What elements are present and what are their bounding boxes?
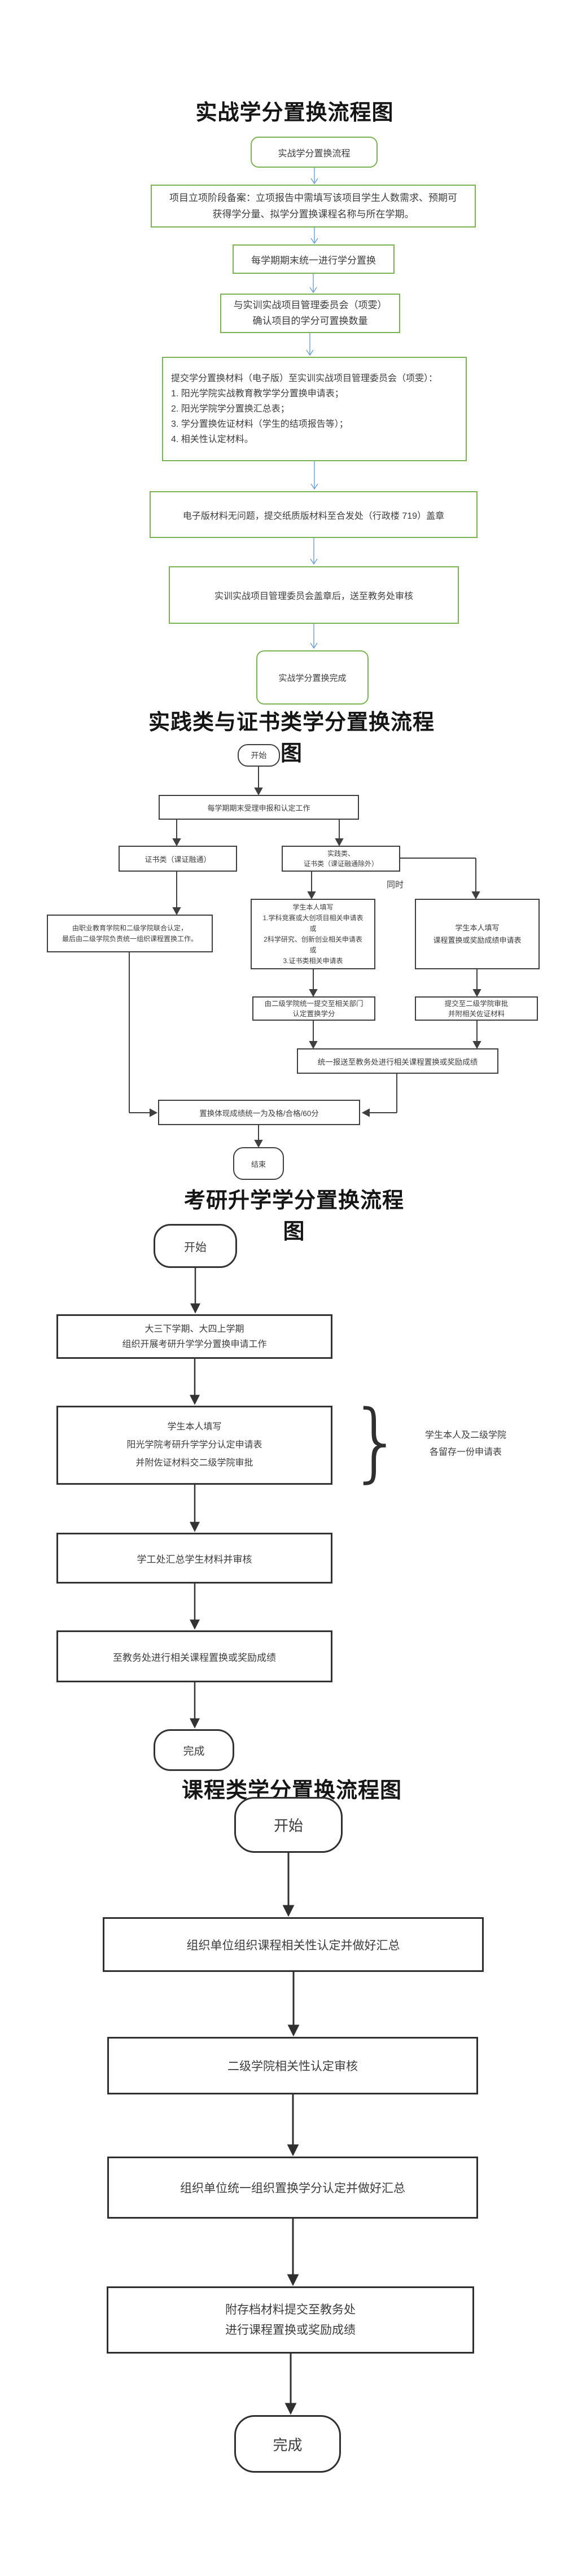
chart2-student-fill-line1: 学生本人填写 bbox=[292, 903, 334, 911]
chart2-end-label: 结束 bbox=[251, 1160, 266, 1169]
chart1-confirm-box: 与实训实战项目管理委员会（项雯） 确认项目的学分可置换数量 bbox=[220, 294, 400, 333]
chart2-joint-line1: 由职业教育学院和二级学院联合认定， bbox=[72, 924, 187, 932]
chart1-submit-line4: 3. 学分置换佐证材料（学生的结项报告等）； bbox=[171, 419, 348, 429]
chart2-report-box: 统一报送至教务处进行相关课程置换或奖励成绩 bbox=[297, 1048, 498, 1074]
chart3-note: 学生本人及二级学院 各留存一份申请表 bbox=[395, 1427, 536, 1461]
chart1-filing-line1: 项目立项阶段备案：立项报告中需填写该项目学生人数需求、预期可 bbox=[169, 193, 457, 203]
chart1-end-node: 实战学分置换完成 bbox=[256, 650, 369, 705]
chart3-fill-line2: 阳光学院考研升学学分认定申请表 bbox=[126, 1440, 262, 1450]
chart2-student-fill-line2: 1.学科竞赛或大创项目相关申请表 bbox=[262, 913, 364, 922]
chart2-submit-dept-line1: 由二级学院统一提交至相关部门 bbox=[264, 999, 364, 1008]
chart2-student-fill-line5: 或 bbox=[309, 946, 317, 954]
chart1-confirm-line1: 与实训实战项目管理委员会（项雯） bbox=[233, 300, 387, 310]
chart4-step2-label: 二级学院相关性认定审核 bbox=[227, 2060, 358, 2073]
chart1-start-label: 实战学分置换流程 bbox=[278, 148, 351, 159]
chart3-collect-box: 学工处汇总学生材料并审核 bbox=[56, 1533, 332, 1584]
chart2-joint-line2: 最后由二级学院负责统一组织课程置换工作。 bbox=[62, 934, 198, 943]
chart1-stamp-label: 电子版材料无问题，提交纸质版材料至合发处（行政楼 719）盖章 bbox=[182, 511, 445, 521]
chart2-student-fill-right-line1: 学生本人填写 bbox=[455, 923, 500, 932]
chart2-cert-label: 证书类（课证融通） bbox=[144, 855, 211, 864]
chart4-archive-line2: 进行课程置换或奖励成绩 bbox=[225, 2323, 356, 2337]
chart4-start-node: 开始 bbox=[234, 1797, 343, 1853]
chart2-submit-dept-box: 由二级学院统一提交至相关部门 认定置换学分 bbox=[252, 996, 375, 1021]
chart3-end-label: 完成 bbox=[183, 1745, 205, 1757]
chart3-organize-line1: 大三下学期、大四上学期 bbox=[144, 1324, 244, 1334]
chart2-accept-label: 每学期期末受理申报和认定工作 bbox=[207, 803, 310, 812]
chart3-fill-line3: 并附佐证材料交二级学院审批 bbox=[135, 1458, 253, 1468]
chart4-start-label: 开始 bbox=[273, 1817, 303, 1834]
chart2-start-label: 开始 bbox=[251, 751, 267, 760]
chart3-fill-box: 学生本人填写 阳光学院考研升学学分认定申请表 并附佐证材料交二级学院审批 bbox=[56, 1406, 332, 1485]
chart1-submit-line2: 1. 阳光学院实战教育教学学分置换申请表； bbox=[171, 389, 344, 399]
chart3-note-line2: 各留存一份申请表 bbox=[429, 1447, 502, 1457]
chart4-step2-box: 二级学院相关性认定审核 bbox=[107, 2037, 478, 2094]
chart2-student-fill-right-box: 学生本人填写 课程置换或奖励成绩申请表 bbox=[415, 899, 540, 969]
chart2-joint-box: 由职业教育学院和二级学院联合认定， 最后由二级学院负责统一组织课程置换工作。 bbox=[47, 915, 213, 952]
chart4-end-label: 完成 bbox=[273, 2436, 303, 2453]
chart1-semester-box: 每学期期末统一进行学分置换 bbox=[233, 244, 395, 274]
chart2-practice-line1: 实践类、 bbox=[327, 850, 354, 858]
chart2-grade-box: 置换体现成绩统一为及格/合格/60分 bbox=[158, 1100, 360, 1125]
chart3-organize-line2: 组织开展考研升学学分置换申请工作 bbox=[122, 1339, 267, 1349]
chart1-submit-line1: 提交学分置换材料（电子版）至实训实战项目管理委员会（项雯）： bbox=[171, 374, 438, 383]
chart4-archive-line1: 附存档材料提交至教务处 bbox=[225, 2303, 356, 2316]
chart2-student-fill-right-line2: 课程置换或奖励成绩申请表 bbox=[433, 935, 522, 944]
chart2-student-fill-line6: 3.证书类相关申请表 bbox=[283, 956, 343, 965]
chart4-archive-box: 附存档材料提交至教务处 进行课程置换或奖励成绩 bbox=[107, 2286, 474, 2354]
chart2-start-node: 开始 bbox=[238, 744, 280, 767]
chart1-review-box: 实训实战项目管理委员会盖章后，送至教务处审核 bbox=[169, 566, 459, 624]
chart4-step3-label: 组织单位统一组织置换学分认定并做好汇总 bbox=[180, 2182, 405, 2195]
chart3-replace-label: 至教务处进行相关课程置换或奖励成绩 bbox=[113, 1652, 276, 1663]
chart1-end-label: 实战学分置换完成 bbox=[278, 673, 347, 683]
chart1-title: 实战学分置换流程图 bbox=[195, 101, 394, 125]
chart2-practice-line2: 证书类（课证融通除外） bbox=[303, 860, 378, 868]
chart1-confirm-line2: 确认项目的学分可置换数量 bbox=[252, 316, 368, 326]
chart3-fill-line1: 学生本人填写 bbox=[167, 1422, 222, 1432]
chart4-end-node: 完成 bbox=[234, 2415, 341, 2473]
chart2-grade-label: 置换体现成绩统一为及格/合格/60分 bbox=[199, 1109, 319, 1118]
chart1-submit-box: 提交学分置换材料（电子版）至实训实战项目管理委员会（项雯）： 1. 阳光学院实战… bbox=[162, 357, 467, 461]
chart3-end-node: 完成 bbox=[154, 1729, 234, 1771]
chart3-start-label: 开始 bbox=[184, 1241, 207, 1254]
chart2-report-label: 统一报送至教务处进行相关课程置换或奖励成绩 bbox=[317, 1057, 478, 1066]
chart1-filing-line2: 获得学分量、拟学分置换课程名称与所在学期。 bbox=[212, 209, 414, 220]
chart3-note-line1: 学生本人及二级学院 bbox=[424, 1431, 506, 1440]
chart2-meanwhile-label: 同时 bbox=[386, 880, 404, 890]
chart2-student-fill-box: 学生本人填写 1.学科竞赛或大创项目相关申请表 或 2科学研究、创新创业相关申请… bbox=[251, 899, 375, 969]
chart4-step1-label: 组织单位组织课程相关性认定并做好汇总 bbox=[186, 1939, 400, 1952]
chart4-step1-box: 组织单位组织课程相关性认定并做好汇总 bbox=[103, 1917, 484, 1972]
chart3-brace: } bbox=[349, 1392, 404, 1492]
chart3-collect-label: 学工处汇总学生材料并审核 bbox=[137, 1554, 252, 1565]
chart2-submit-college-line2: 并附相关佐证材料 bbox=[448, 1009, 505, 1018]
chart1-review-label: 实训实战项目管理委员会盖章后，送至教务处审核 bbox=[214, 592, 413, 601]
chart1-stamp-box: 电子版材料无问题，提交纸质版材料至合发处（行政楼 719）盖章 bbox=[150, 491, 478, 538]
chart2-practice-box: 实践类、 证书类（课证融通除外） bbox=[282, 846, 400, 872]
chart4-step3-box: 组织单位统一组织置换学分认定并做好汇总 bbox=[107, 2157, 478, 2219]
chart1-start-node: 实战学分置换流程 bbox=[251, 137, 378, 168]
chart3-organize-box: 大三下学期、大四上学期 组织开展考研升学学分置换申请工作 bbox=[56, 1314, 332, 1359]
chart2-end-node: 结束 bbox=[233, 1147, 284, 1180]
chart1-semester-label: 每学期期末统一进行学分置换 bbox=[251, 255, 376, 266]
chart3-start-node: 开始 bbox=[154, 1224, 237, 1268]
chart2-title: 实践类与证书类学分置换流程图 bbox=[148, 711, 435, 766]
chart2-accept-box: 每学期期末受理申报和认定工作 bbox=[159, 795, 359, 820]
chart2-student-fill-line3: 或 bbox=[309, 924, 317, 933]
chart2-submit-college-box: 提交至二级学院审批 并附相关佐证材料 bbox=[415, 996, 538, 1021]
chart2-cert-box: 证书类（课证融通） bbox=[119, 846, 237, 872]
chart3-replace-box: 至教务处进行相关课程置换或奖励成绩 bbox=[56, 1630, 332, 1682]
chart1-filing-box: 项目立项阶段备案：立项报告中需填写该项目学生人数需求、预期可 获得学分量、拟学分… bbox=[151, 185, 476, 228]
chart2-submit-dept-line2: 认定置换学分 bbox=[292, 1009, 335, 1018]
chart3-title: 考研升学学分置换流程图 bbox=[183, 1189, 404, 1244]
chart1-submit-line3: 2. 阳光学院学分置换汇总表； bbox=[171, 404, 290, 414]
chart2-submit-college-line1: 提交至二级学院审批 bbox=[444, 999, 509, 1008]
chart2-student-fill-line4: 2科学研究、创新创业相关申请表 bbox=[264, 935, 362, 943]
chart1-submit-line5: 4. 相关性认定材料。 bbox=[171, 435, 253, 444]
